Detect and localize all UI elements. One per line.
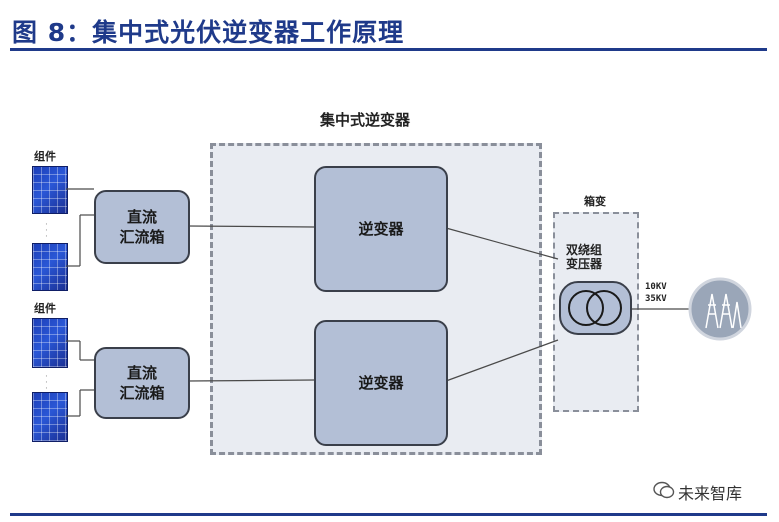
ellipsis-dots: ··· <box>45 372 48 394</box>
combiner-box-top: 直流 汇流箱 <box>94 190 190 264</box>
combiner-bottom-line2: 汇流箱 <box>119 384 165 402</box>
transformer-label: 双绕组 变压器 <box>566 243 602 271</box>
ellipsis-dots: ··· <box>45 220 48 242</box>
page-title: 图 8：集中式光伏逆变器工作原理 <box>12 18 405 47</box>
inverter-bottom-label: 逆变器 <box>358 374 404 392</box>
solar-panel-icon <box>32 243 68 291</box>
combiner-bottom-line1: 直流 <box>126 364 157 382</box>
central-inverter-label: 集中式逆变器 <box>320 111 411 129</box>
inverter-top: 逆变器 <box>314 166 448 292</box>
transformer-line2: 变压器 <box>566 257 603 271</box>
box-transformer-label: 箱变 <box>584 195 606 208</box>
combiner-top-line2: 汇流箱 <box>119 228 165 246</box>
wechat-icon <box>653 481 675 499</box>
solar-panel-icon <box>32 318 68 368</box>
inverter-bottom: 逆变器 <box>314 320 448 446</box>
voltage-line1: 10KV <box>645 282 667 292</box>
voltage-label: 10KV 35KV <box>645 281 667 305</box>
combiner-top-line1: 直流 <box>126 208 157 226</box>
module-label-top: 组件 <box>34 150 56 163</box>
solar-panel-icon <box>32 392 68 442</box>
bottom-divider <box>10 513 767 516</box>
module-label-bottom: 组件 <box>34 302 56 315</box>
title-divider <box>10 48 767 51</box>
watermark-text: 未来智库 <box>678 484 743 503</box>
transformer-line1: 双绕组 <box>566 243 603 257</box>
inverter-top-label: 逆变器 <box>358 220 404 238</box>
voltage-line2: 35KV <box>645 294 667 304</box>
solar-panel-icon <box>32 166 68 214</box>
combiner-box-bottom: 直流 汇流箱 <box>94 347 190 419</box>
